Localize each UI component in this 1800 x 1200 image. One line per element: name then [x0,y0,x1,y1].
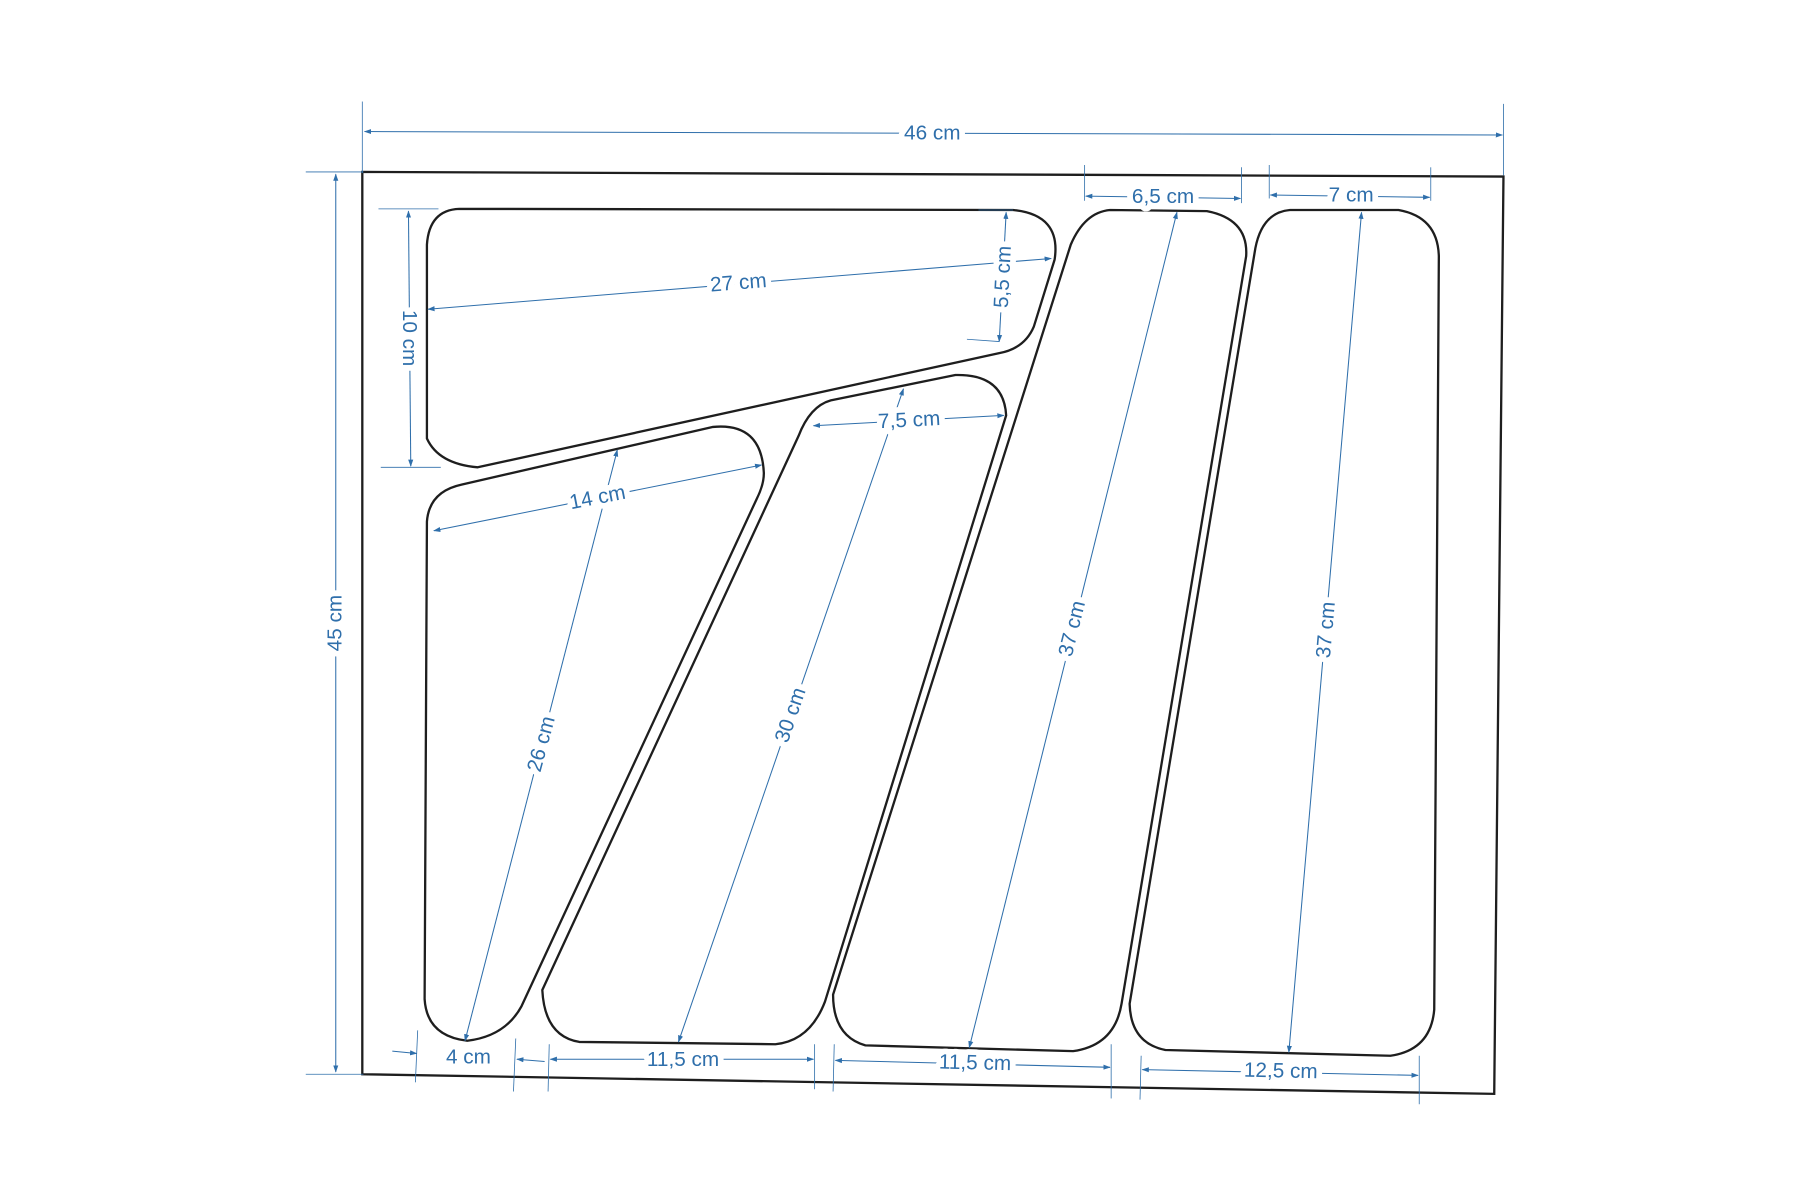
label-slot-4-length: 37 cm [1312,601,1340,659]
dimension-lines [333,129,1504,1078]
extension-lines [305,101,1504,1105]
label-top-left-height: 10 cm [398,310,421,367]
label-bottom-1: 11,5 cm [647,1048,719,1071]
label-top-left-right-height: 5,5 cm [990,245,1016,308]
label-mid-slot-top-width: 7,5 cm [877,407,940,433]
label-bottom-gap: 4 cm [446,1046,491,1069]
label-total-width: 46 cm [904,121,961,144]
label-bottom-3: 12,5 cm [1244,1059,1318,1084]
label-top-slot-2-width: 7 cm [1329,184,1374,207]
label-top-slot-1-width: 6,5 cm [1132,185,1194,208]
label-bottom-2: 11,5 cm [939,1050,1012,1075]
label-total-depth: 45 cm [323,595,346,652]
label-top-left-length: 27 cm [709,269,767,296]
